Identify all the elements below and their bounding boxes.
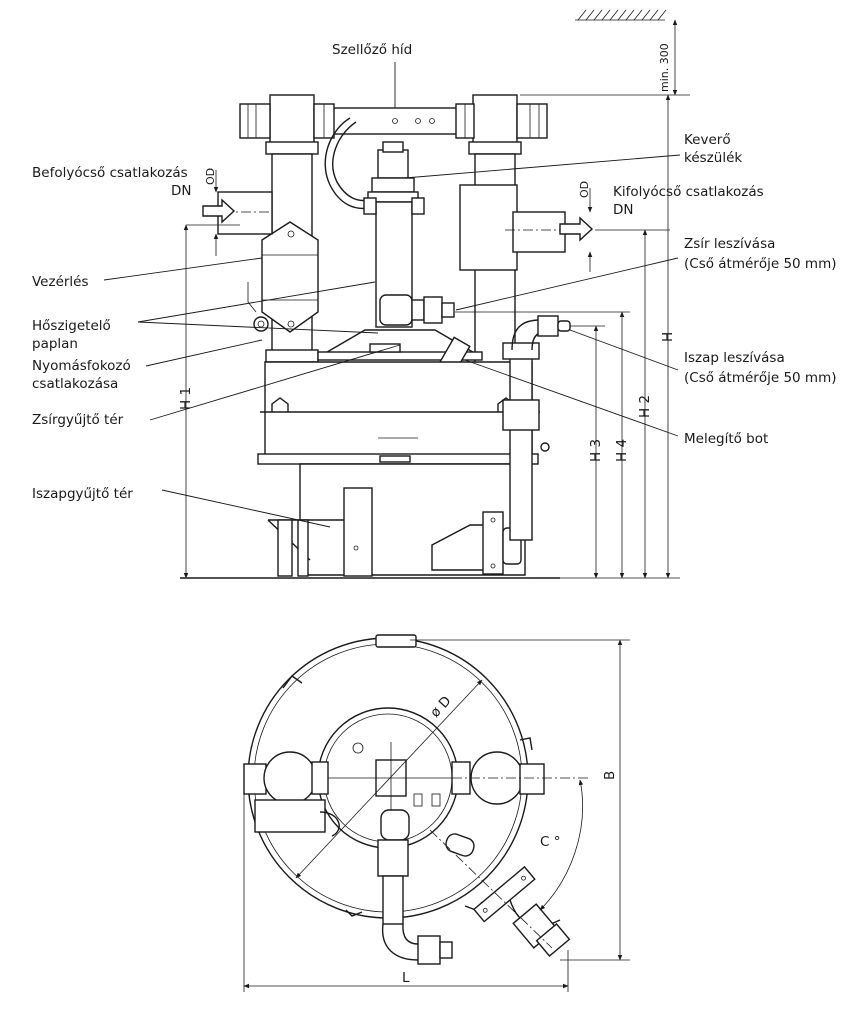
inlet-label-2: DN [171,183,192,199]
h2-label: H 2 [637,395,653,418]
min300-label: min. 300 [658,43,671,92]
h1-label: H 1 [178,387,194,410]
control-box [247,221,319,333]
vent-bridge-label: Szellőző híd [332,42,412,58]
diameter-label: ø D [427,693,454,721]
ceiling-hatch [575,9,667,21]
insulation-label-2: paplan [32,336,78,352]
inlet-pipe: OD [202,168,273,256]
h4-label: H 4 [614,439,630,462]
mixer-label-1: Keverő [684,132,731,148]
control-label: Vezérlés [32,274,89,290]
grease-suction-label-1: Zsír leszívása [684,236,775,252]
pressure-label-2: csatlakozása [32,376,118,392]
insulation-label-1: Hőszigetelő [32,318,111,334]
heating-rod-label: Melegítő bot [684,431,768,447]
l-label: L [402,970,410,986]
right-dimensions: H H 2 H 4 H 3 [455,94,680,579]
side-view: min. 300 [32,9,837,579]
grease-suction-label-2: (Cső átmérője 50 mm) [684,256,837,272]
h1-dimension: H 1 [178,224,240,579]
outlet-pipe: OD [505,181,600,272]
pressure-label-1: Nyomásfokozó [32,358,131,374]
leader-lines [103,62,681,528]
angle-c-label: C ° [540,834,560,850]
tank-top [180,329,560,579]
outlet-box [459,184,518,271]
od-left-label: OD [204,168,217,185]
grease-space-label: Zsírgyűjtő tér [32,412,124,428]
sludge-suction-label-1: Iszap leszívása [684,350,785,366]
h3-label: H 3 [588,439,604,462]
b-label: B [602,771,618,780]
od-right-label: OD [578,181,591,198]
h-label: H [660,332,676,342]
mixer-label-2: készülék [684,150,742,166]
min300-dimension: min. 300 [520,19,690,96]
sludge-suction-label-2: (Cső átmérője 50 mm) [684,370,837,386]
outlet-label-2: DN [613,202,634,218]
top-view: B L ø D C ° [243,634,630,992]
inlet-label-1: Befolyócső csatlakozás [32,165,188,181]
outlet-label-1: Kifolyócső csatlakozás [613,184,764,200]
sludge-pipe [482,315,571,575]
left-collar [265,349,319,363]
mixer [363,141,455,328]
sludge-space-label: Iszapgyűjtő tér [32,486,133,502]
